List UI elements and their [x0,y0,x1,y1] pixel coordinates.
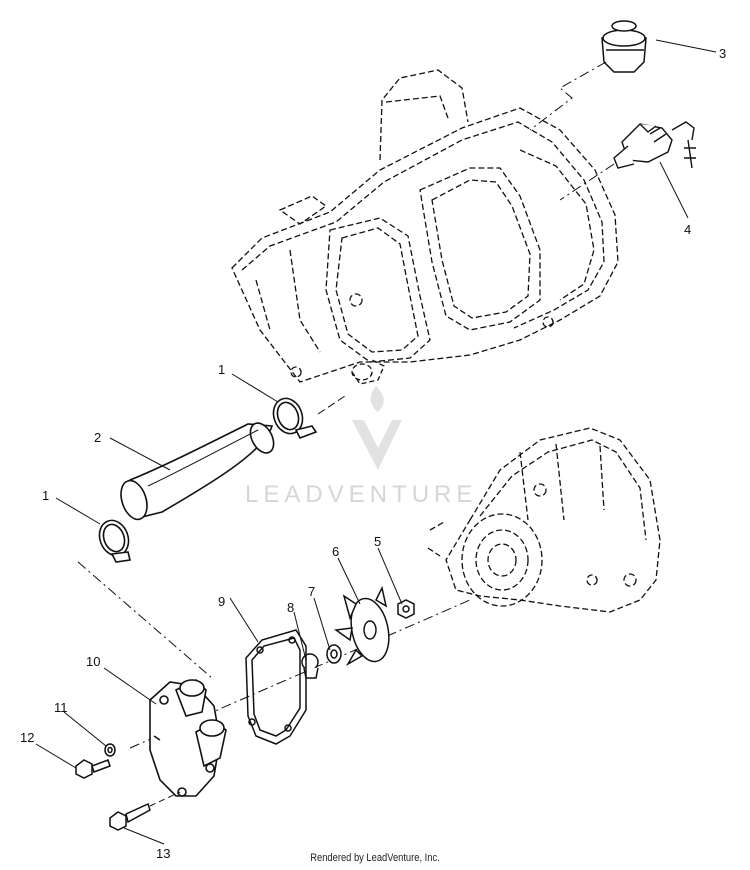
part-3-cap [601,20,647,73]
callout-2: 2 [94,430,101,445]
leader-lines [35,39,717,845]
part-1-clamp-lower [98,519,131,563]
part-8-seal [301,653,319,679]
bolt-13-dash [149,791,181,807]
part-10-pump-cover [149,679,227,797]
callout-10: 10 [86,654,100,669]
callout-7: 7 [308,584,315,599]
callout-1-lower: 1 [42,488,49,503]
callout-11: 11 [54,700,68,715]
part-13-bolt [109,802,151,831]
part-1-clamp-upper [272,397,318,440]
coolant-outlet [351,359,385,385]
part-2-hose [120,422,275,521]
callout-12: 12 [20,730,34,745]
callout-5: 5 [374,534,381,549]
callout-4: 4 [684,222,691,237]
hose-dash-lower [77,561,213,679]
cylinder-head [231,69,619,383]
watermark-text: LEADVENTURE [245,481,477,508]
render-credit: Rendered by LeadVenture, Inc. [310,852,440,864]
part-11-washer [104,743,116,757]
leadventure-watermark: LEADVENTURE [245,386,477,508]
part-3-leader-dash [529,61,607,131]
part-5-nut [397,599,415,619]
hose-dash-upper [317,393,349,415]
part-4-leader-dash [559,163,615,201]
part-4-sensor [613,121,696,169]
part-7-washer [326,644,342,664]
callout-8: 8 [287,600,294,615]
part-12-bolt [75,759,111,779]
callout-13: 13 [156,846,170,861]
callout-9: 9 [218,594,225,609]
callout-1-upper: 1 [218,362,225,377]
part-6-impeller [334,585,390,667]
callouts: 3 4 1 2 1 5 6 7 8 9 10 11 12 13 [20,46,726,861]
callout-3: 3 [719,46,726,61]
callout-6: 6 [332,544,339,559]
crankcase [427,427,661,613]
part-9-gasket [245,629,307,745]
